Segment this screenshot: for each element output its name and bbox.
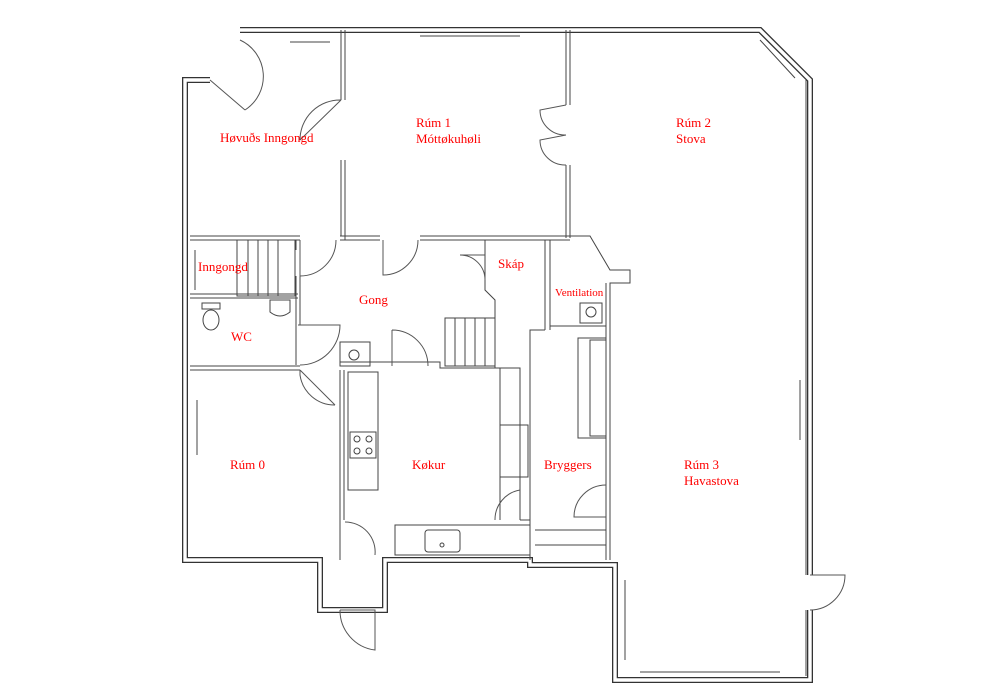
label-hallway: Gong [359,292,388,307]
doors [209,39,846,651]
utility-counter [577,337,607,439]
stairs-entrance [236,239,296,297]
walls [182,27,813,683]
label-room3-name: Rúm 3 [684,457,719,472]
basin-icon [269,299,291,317]
label-room0: Rúm 0 [230,457,265,472]
stairs-hall [444,317,496,367]
toilet-icon [201,302,221,331]
label-room3-sub: Havastova [684,473,739,488]
label-room2-sub: Stova [676,131,706,146]
kitchen-counter [347,371,379,491]
label-room2-name: Rúm 2 [676,115,711,130]
label-kitchen: Køkur [412,457,446,472]
label-room1-name: Rúm 1 [416,115,451,130]
label-wc: WC [231,329,252,344]
label-room1-sub: Móttøkuhøli [416,131,481,146]
column [339,341,371,367]
stove-icon [349,431,377,459]
label-closet: Skáp [498,256,524,271]
label-utility: Bryggers [544,457,592,472]
label-entrance: Inngongd [198,259,248,274]
door-main-entrance [209,39,264,111]
sink-icon [424,529,461,553]
label-main-entrance: Høvuðs Inngongd [220,130,314,145]
room-labels: Høvuðs Inngongd Rúm 1 Móttøkuhøli Rúm 2 … [198,115,739,488]
ventilation-unit [579,302,603,324]
label-ventilation: Ventilation [555,287,604,299]
